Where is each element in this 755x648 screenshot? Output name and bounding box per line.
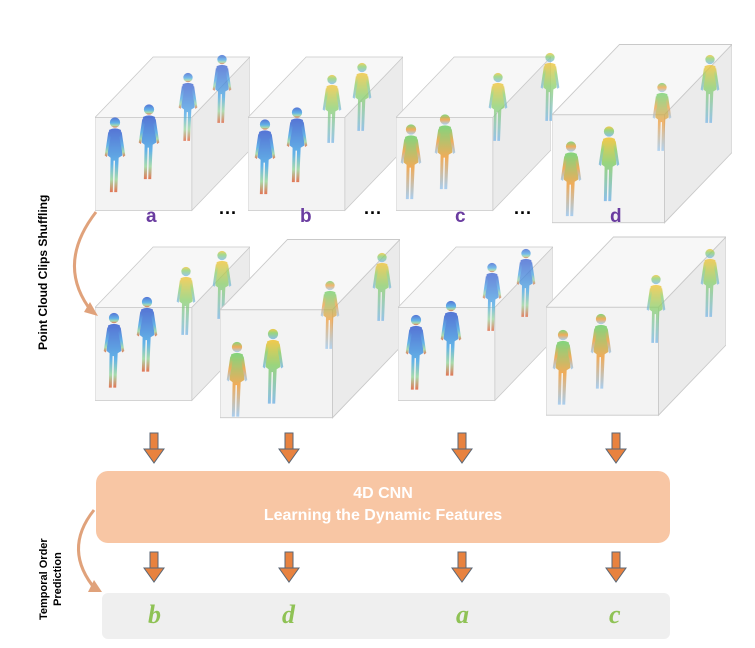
down-arrow-7 (451, 551, 473, 583)
clip-label-d: d (610, 206, 622, 227)
ellipsis-1: ... (219, 198, 238, 218)
shuffled-cube-4 (546, 236, 726, 416)
clip-cube-c (396, 52, 560, 211)
clip-label-c: c (455, 206, 466, 227)
predicted-order-3: a (456, 600, 469, 629)
predicted-order-1: b (148, 600, 161, 629)
down-arrow-2 (278, 432, 300, 464)
predicted-order-2: d (282, 600, 295, 629)
temporal-order-label: Temporal Order (38, 538, 50, 620)
prediction-label: Prediction (52, 552, 64, 606)
prediction-output-box (102, 593, 670, 639)
ellipsis-2: ... (364, 198, 383, 218)
down-arrow-6 (278, 551, 300, 583)
clip-cube-d (552, 44, 732, 224)
cnn-title: 4D CNN (353, 485, 413, 502)
cnn-subtitle: Learning the Dynamic Features (263, 507, 503, 524)
clip-label-a: a (146, 206, 157, 227)
shuffled-cube-3 (398, 246, 553, 401)
clip-cube-a (95, 54, 250, 211)
shuffling-label: Point Cloud Clips Shuffling (36, 194, 50, 350)
clip-cube-b (248, 56, 403, 211)
down-arrow-3 (451, 432, 473, 464)
shuffle-curved-arrow (72, 211, 98, 313)
down-arrow-1 (143, 432, 165, 464)
down-arrow-8 (605, 551, 627, 583)
predicted-order-4: c (609, 600, 621, 629)
down-arrow-5 (143, 551, 165, 583)
down-arrow-4 (605, 432, 627, 464)
clip-label-b: b (300, 206, 312, 227)
order-curved-arrow (77, 509, 98, 591)
ellipsis-3: ... (514, 198, 533, 218)
cnn-block: 4D CNN Learning the Dynamic Features (96, 471, 670, 543)
